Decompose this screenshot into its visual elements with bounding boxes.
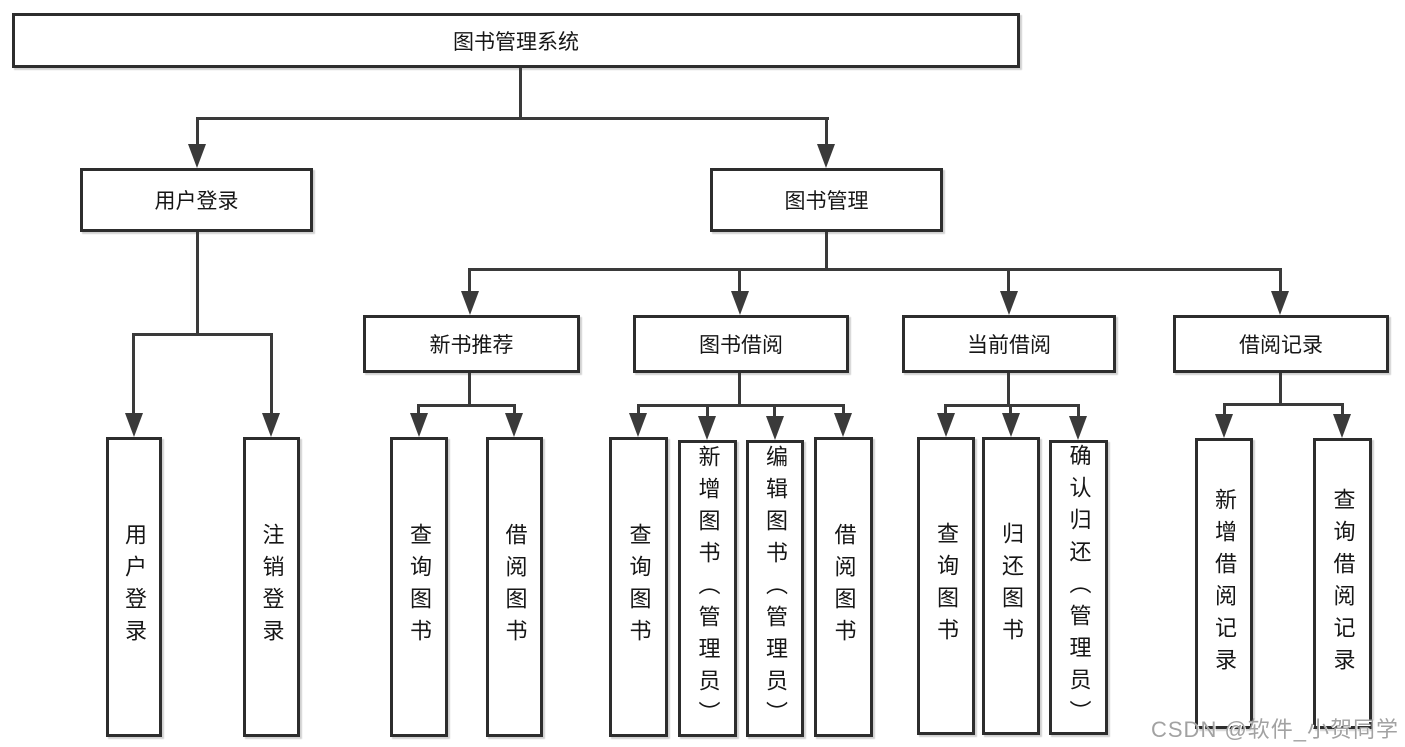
node-library-system: 图书管理系统 <box>12 13 1020 68</box>
arrow-query-book-2 <box>629 413 647 437</box>
leaf-query-book-3: 查询图书 <box>917 437 975 735</box>
arrow-query-book-3 <box>937 413 955 437</box>
arrow-book-mgmt <box>817 144 835 168</box>
connector-l3-rail <box>468 268 1282 271</box>
connector-current-borrow-drop <box>1007 373 1010 407</box>
connector-to-query-book-2 <box>637 404 640 413</box>
leaf-return-book-label: 归还图书 <box>999 522 1024 650</box>
connector-book-borrow-drop <box>738 373 741 407</box>
node-new-book-recommend-label: 新书推荐 <box>429 334 514 357</box>
node-current-borrow: 当前借阅 <box>902 315 1116 373</box>
arrow-edit-book <box>766 416 784 440</box>
connector-to-new-book <box>468 268 471 292</box>
leaf-query-book-3-label: 查询图书 <box>934 522 959 650</box>
connector-to-add-book <box>706 404 709 416</box>
leaf-edit-book-admin-label: 编辑图书（管理员） <box>763 444 788 733</box>
connector-to-query-book-3 <box>944 404 947 413</box>
node-user-login-label: 用户登录 <box>154 190 239 213</box>
leaf-borrow-book-1-label: 借阅图书 <box>502 523 528 651</box>
node-borrow-records-label: 借阅记录 <box>1239 334 1323 357</box>
leaf-user-login: 用户登录 <box>106 437 162 737</box>
leaf-borrow-book-1: 借阅图书 <box>486 437 543 737</box>
arrow-current-borrow <box>1000 291 1018 315</box>
leaf-query-book-1: 查询图书 <box>390 437 448 737</box>
node-book-borrow: 图书借阅 <box>633 315 849 373</box>
connector-l2-rail <box>196 117 829 120</box>
connector-to-current-borrow <box>1007 268 1010 292</box>
connector-to-add-record <box>1223 403 1226 414</box>
connector-user-login-rail <box>132 333 273 336</box>
connector-to-confirm-return <box>1077 404 1080 416</box>
leaf-logout-label: 注销登录 <box>259 523 285 651</box>
arrow-return-book <box>1002 413 1020 437</box>
connector-to-borrow-records <box>1279 268 1282 292</box>
node-book-mgmt: 图书管理 <box>710 168 943 232</box>
connector-to-query-book-1 <box>417 404 420 413</box>
connector-user-login-drop <box>196 232 199 336</box>
leaf-logout: 注销登录 <box>243 437 300 737</box>
connector-borrow-records-drop <box>1279 373 1282 406</box>
connector-new-book-drop <box>468 373 471 407</box>
connector-to-book-borrow <box>738 268 741 292</box>
node-current-borrow-label: 当前借阅 <box>967 334 1051 357</box>
leaf-confirm-return-admin: 确认归还（管理员） <box>1049 440 1108 735</box>
watermark: CSDN @软件_小贺同学 <box>1151 717 1400 742</box>
connector-root-drop <box>519 68 522 120</box>
connector-to-leaf-login <box>132 333 135 413</box>
connector-to-return-book <box>1009 404 1012 413</box>
arrow-query-book-1 <box>410 413 428 437</box>
arrow-user-login <box>188 144 206 168</box>
leaf-query-borrow-record-label: 查询借阅记录 <box>1330 487 1356 680</box>
arrow-book-borrow <box>731 291 749 315</box>
node-book-borrow-label: 图书借阅 <box>699 334 783 357</box>
arrow-new-book <box>461 291 479 315</box>
connector-book-mgmt-drop <box>825 232 828 271</box>
arrow-borrow-records <box>1271 291 1289 315</box>
connector-to-user-login <box>196 117 199 146</box>
leaf-add-borrow-record: 新增借阅记录 <box>1195 438 1253 729</box>
arrow-leaf-logout <box>262 413 280 437</box>
connector-to-edit-book <box>773 404 776 416</box>
node-user-login: 用户登录 <box>80 168 313 232</box>
connector-book-borrow-rail <box>637 404 844 407</box>
leaf-query-borrow-record: 查询借阅记录 <box>1313 438 1372 729</box>
leaf-borrow-book-2-label: 借阅图书 <box>831 523 857 651</box>
arrow-borrow-book-2 <box>834 413 852 437</box>
node-book-mgmt-label: 图书管理 <box>784 190 869 213</box>
leaf-query-book-2-label: 查询图书 <box>626 523 652 651</box>
leaf-user-login-label: 用户登录 <box>122 523 147 651</box>
connector-to-borrow-book-1 <box>513 404 516 413</box>
connector-borrow-records-rail <box>1223 403 1344 406</box>
leaf-edit-book-admin: 编辑图书（管理员） <box>746 440 804 737</box>
node-new-book-recommend: 新书推荐 <box>363 315 580 373</box>
leaf-add-borrow-record-label: 新增借阅记录 <box>1212 487 1237 680</box>
arrow-leaf-login <box>125 413 143 437</box>
connector-to-query-record <box>1341 403 1344 414</box>
connector-new-book-rail <box>417 404 516 407</box>
leaf-add-book-admin: 新增图书（管理员） <box>678 440 737 737</box>
leaf-query-book-1-label: 查询图书 <box>407 523 432 651</box>
arrow-add-book <box>698 416 716 440</box>
arrow-confirm-return <box>1069 416 1087 440</box>
connector-to-book-mgmt <box>825 117 828 146</box>
leaf-add-book-admin-label: 新增图书（管理员） <box>695 444 721 733</box>
arrow-borrow-book-1 <box>505 413 523 437</box>
arrow-query-record <box>1333 414 1351 438</box>
arrow-add-record <box>1215 414 1233 438</box>
leaf-borrow-book-2: 借阅图书 <box>814 437 873 737</box>
node-library-system-label: 图书管理系统 <box>453 30 579 54</box>
leaf-confirm-return-admin-label: 确认归还（管理员） <box>1066 443 1092 732</box>
leaf-return-book: 归还图书 <box>982 437 1040 735</box>
connector-current-borrow-rail <box>944 404 1080 407</box>
connector-to-borrow-book-2 <box>842 404 845 413</box>
connector-to-leaf-logout <box>270 333 273 413</box>
leaf-query-book-2: 查询图书 <box>609 437 668 737</box>
node-borrow-records: 借阅记录 <box>1173 315 1389 373</box>
